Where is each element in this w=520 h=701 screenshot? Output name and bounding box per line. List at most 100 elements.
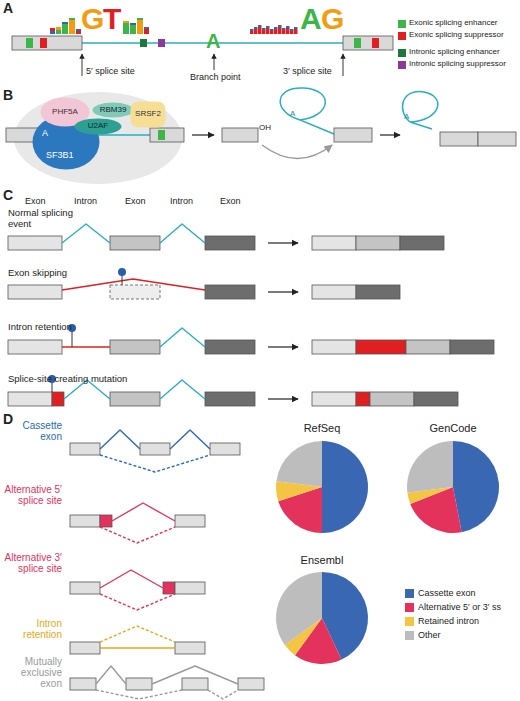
hydroxyl-label: OH: [259, 124, 271, 133]
legend-swatch: [405, 603, 414, 612]
skip-junction: [100, 455, 210, 472]
arrow: [268, 398, 298, 399]
exon-box: [205, 340, 255, 354]
lariat-intron: [280, 88, 334, 134]
retained-intron-box: [356, 340, 406, 354]
structure-label: Exon: [125, 196, 146, 206]
protein-shape: RBM39: [92, 102, 134, 118]
exon-box: [222, 128, 258, 142]
exon-box: [175, 642, 205, 654]
legend-text: Alternative 5′ or 3′ ss: [418, 602, 501, 612]
splice-junction: [160, 380, 205, 399]
pie-slice: [322, 441, 368, 533]
alt-site-part: [100, 515, 112, 527]
intronic-enhancer: [140, 39, 147, 47]
exon-box: [400, 236, 444, 250]
exon-box: [175, 515, 205, 527]
branch-point-label: A: [404, 113, 409, 122]
logo-bar: [286, 26, 290, 28]
logo-bar: [250, 29, 254, 31]
logo-bar: [262, 28, 266, 30]
protein-shape: SRSF2: [130, 101, 166, 128]
logo-bar: [258, 25, 262, 27]
exonic-enhancer: [354, 38, 361, 48]
event-type-label: Mutually exclusive exon: [4, 656, 62, 690]
exon-box: [70, 642, 100, 654]
logo-bar: [69, 18, 75, 20]
exon-box: [150, 128, 184, 142]
logo-bar: [270, 31, 274, 34]
arrow: [214, 54, 215, 70]
logo-bar: [290, 29, 294, 31]
splice-junction: [62, 224, 110, 243]
exonic-suppressor: [372, 38, 379, 48]
database-title: Ensembl: [282, 554, 362, 566]
protein-shape: U2AF: [74, 118, 122, 135]
exon-box: [356, 236, 400, 250]
logo-letter: G: [81, 2, 104, 36]
panel-letter: C: [3, 188, 13, 204]
exon-box: [70, 678, 96, 690]
exon-box: [450, 340, 494, 354]
legend-text: Other: [418, 630, 441, 640]
exon-box: [478, 132, 516, 146]
protein-name: PHF5A: [40, 108, 90, 117]
legend-swatch: [398, 32, 406, 40]
protein-fill: [93, 103, 134, 118]
protein-fill: [131, 102, 166, 128]
exon-box: [205, 392, 255, 406]
logo-bar: [123, 23, 129, 34]
exon-box: [110, 236, 160, 250]
legend-text: Cassette exon: [418, 588, 476, 598]
logo-bar: [250, 31, 254, 34]
exon-box: [110, 340, 160, 354]
logo-bar: [298, 33, 299, 34]
arrow: [380, 134, 400, 135]
pie-slice: [276, 441, 322, 487]
logo-bar: [76, 29, 81, 31]
exon-box: [406, 340, 450, 354]
exon-box: [356, 285, 400, 299]
exon-box: [370, 392, 414, 406]
structure-label: Intron: [170, 196, 193, 206]
arrow: [343, 54, 344, 76]
logo-bar: [144, 27, 149, 29]
site-label: 3′ splice site: [283, 66, 332, 76]
arrow: [82, 54, 83, 76]
panel-letter: A: [3, 1, 13, 17]
pie-slice: [407, 441, 453, 493]
splice-junction: [100, 570, 163, 588]
logo-bar: [62, 22, 68, 24]
exon-box: [334, 128, 372, 142]
legend-text: Intronic splicing suppressor: [409, 60, 506, 69]
pie-slice: [276, 572, 322, 645]
splice-junction: [62, 279, 205, 290]
legend-swatch: [405, 589, 414, 598]
cryptic-exon-part: [356, 392, 370, 406]
retained-intron: [62, 346, 110, 348]
database-title: RefSeq: [282, 422, 362, 434]
protein-name: RBM39: [92, 106, 134, 115]
logo-bar: [123, 21, 129, 23]
splice-junction: [160, 224, 205, 243]
logo-bar: [137, 18, 143, 20]
logo-bar: [137, 20, 143, 34]
free-lariat: [402, 92, 437, 129]
event-label: Intron retention: [8, 322, 72, 333]
exon-box: [210, 443, 240, 455]
alt-junction: [208, 690, 238, 699]
logo-bar: [69, 20, 75, 34]
logo-bar: [76, 31, 81, 34]
alt-junction: [100, 527, 175, 543]
mutation-head: [118, 268, 126, 276]
logo-letter: T: [103, 2, 121, 36]
skipped-exon: [110, 285, 160, 299]
logo-letter: G: [321, 2, 344, 36]
legend-text: Retained intron: [418, 616, 479, 626]
logo-bar: [262, 30, 266, 34]
exon-box: [205, 236, 255, 250]
logo-bar: [278, 25, 282, 27]
logo-bar: [266, 28, 270, 34]
exonic-enhancer: [26, 38, 33, 48]
arrow: [192, 134, 214, 135]
